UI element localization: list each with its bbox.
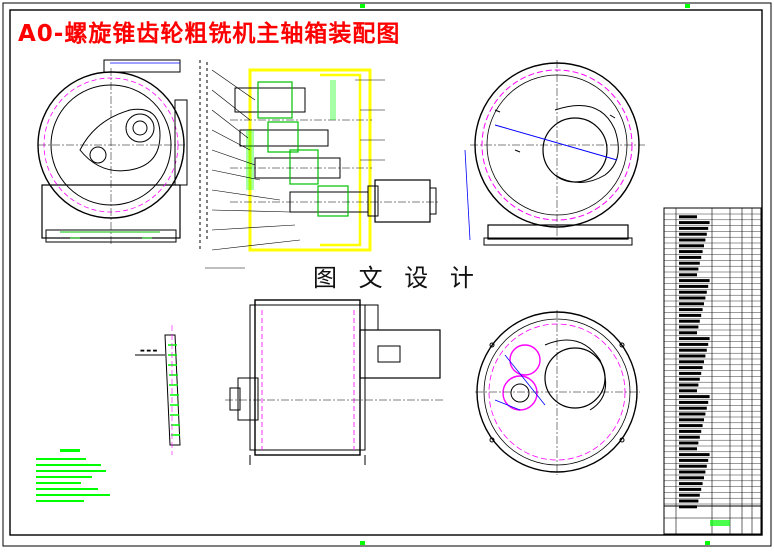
- top-view: [225, 299, 445, 465]
- table-row-text: [679, 325, 699, 329]
- end-view-right: [464, 60, 645, 246]
- table-row-text: [679, 250, 703, 254]
- table-row-text: [679, 441, 699, 445]
- detail-view-small: ▬ ▬ ▬: [135, 325, 181, 455]
- table-row-text: [679, 308, 703, 312]
- table-row-text: [679, 267, 699, 271]
- table-row-text: [679, 354, 706, 358]
- table-row-text: [679, 470, 706, 474]
- table-row-text: [679, 331, 697, 335]
- table-row-text: [679, 487, 702, 491]
- table-row-text: [679, 296, 706, 300]
- table-row-text: [679, 284, 709, 288]
- table-row-text: [679, 424, 703, 428]
- table-row-text: [679, 226, 709, 230]
- table-row-text: [679, 279, 710, 283]
- table-row-text: [679, 232, 707, 236]
- table-row-text: [679, 435, 700, 439]
- end-view-left: [37, 59, 188, 245]
- table-row-text: [679, 273, 697, 277]
- table-row-text: [679, 505, 697, 509]
- table-row-text: [679, 458, 709, 462]
- table-row-text: [679, 493, 700, 497]
- table-row-text: [679, 482, 703, 486]
- sheet-inner-border: [9, 9, 763, 536]
- table-row-text: [679, 464, 707, 468]
- table-row-text: [679, 337, 710, 341]
- table-row-text: [679, 371, 702, 375]
- table-row-text: [679, 476, 704, 480]
- corner-marker: [685, 4, 690, 8]
- table-row-text: [679, 302, 704, 306]
- parts-list-table: [663, 207, 762, 535]
- corner-marker: [360, 4, 365, 8]
- table-row-text: [679, 412, 706, 416]
- table-row-text: [679, 313, 702, 317]
- table-row-text: [679, 395, 710, 399]
- main-section-view: [199, 60, 440, 269]
- table-row-text: [679, 447, 697, 451]
- technical-notes: [36, 449, 110, 502]
- table-row-text: [679, 453, 710, 457]
- drawing-title: A0-螺旋锥齿轮粗铣机主轴箱装配图: [18, 21, 401, 47]
- watermark-text: 图 文 设 计: [313, 264, 481, 292]
- table-row-text: [679, 499, 699, 503]
- gear-layout-view: [475, 310, 640, 475]
- table-row-text: [679, 238, 706, 242]
- table-row-text: [679, 383, 699, 387]
- table-row-text: [679, 360, 704, 364]
- table-row-text: [679, 389, 697, 393]
- corner-marker: [705, 541, 710, 545]
- table-row-text: [679, 418, 704, 422]
- table-row-text: [679, 261, 700, 265]
- table-row-text: [679, 215, 697, 219]
- table-row-text: [679, 377, 700, 381]
- table-row-text: [679, 400, 709, 404]
- table-row-text: [679, 342, 709, 346]
- svg-text:▬ ▬ ▬: ▬ ▬ ▬: [140, 348, 158, 354]
- corner-marker: [360, 541, 365, 545]
- table-row-text: [679, 348, 707, 352]
- table-row-text: [679, 366, 703, 370]
- parts-list-rows: [664, 213, 761, 509]
- table-row-text: [679, 244, 704, 248]
- table-row-text: [679, 406, 707, 410]
- table-row-text: [679, 255, 702, 259]
- table-row-text: [679, 290, 707, 294]
- table-row-text: [679, 221, 710, 225]
- table-row-text: [679, 429, 702, 433]
- table-row-text: [679, 319, 700, 323]
